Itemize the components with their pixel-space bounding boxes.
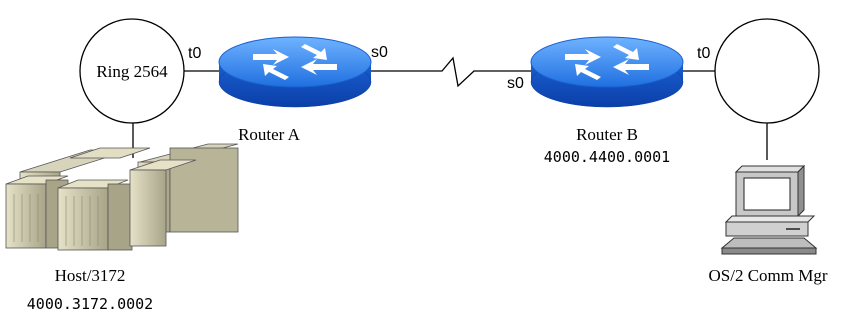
router-a	[218, 36, 372, 108]
token-ring-icon: Ring 2564	[79, 18, 185, 124]
router-icon	[530, 36, 684, 108]
router-a-port-s0: s0	[371, 44, 388, 61]
mainframe-host-icon	[5, 143, 239, 251]
links	[132, 56, 768, 160]
router-icon	[218, 36, 372, 108]
token-ring-icon	[714, 18, 820, 124]
serial-link	[371, 56, 532, 88]
router-b	[530, 36, 684, 108]
workstation-label: OS/2 Comm Mgr	[708, 266, 827, 285]
host-label: Host/3172	[55, 266, 126, 285]
router-b-label: Router B	[576, 125, 638, 144]
router-b-mac: 4000.4400.0001	[544, 148, 670, 166]
router-a-label: Router A	[238, 125, 301, 144]
ring-left-label: Ring 2564	[96, 62, 168, 81]
ring-right	[714, 18, 820, 124]
router-b-port-t0: t0	[697, 45, 710, 62]
host-mac: 4000.3172.0002	[27, 295, 153, 313]
router-a-port-t0: t0	[188, 45, 201, 62]
pc-workstation-icon	[720, 164, 818, 255]
ring-left	[79, 18, 185, 124]
router-b-port-s0: s0	[507, 75, 524, 92]
